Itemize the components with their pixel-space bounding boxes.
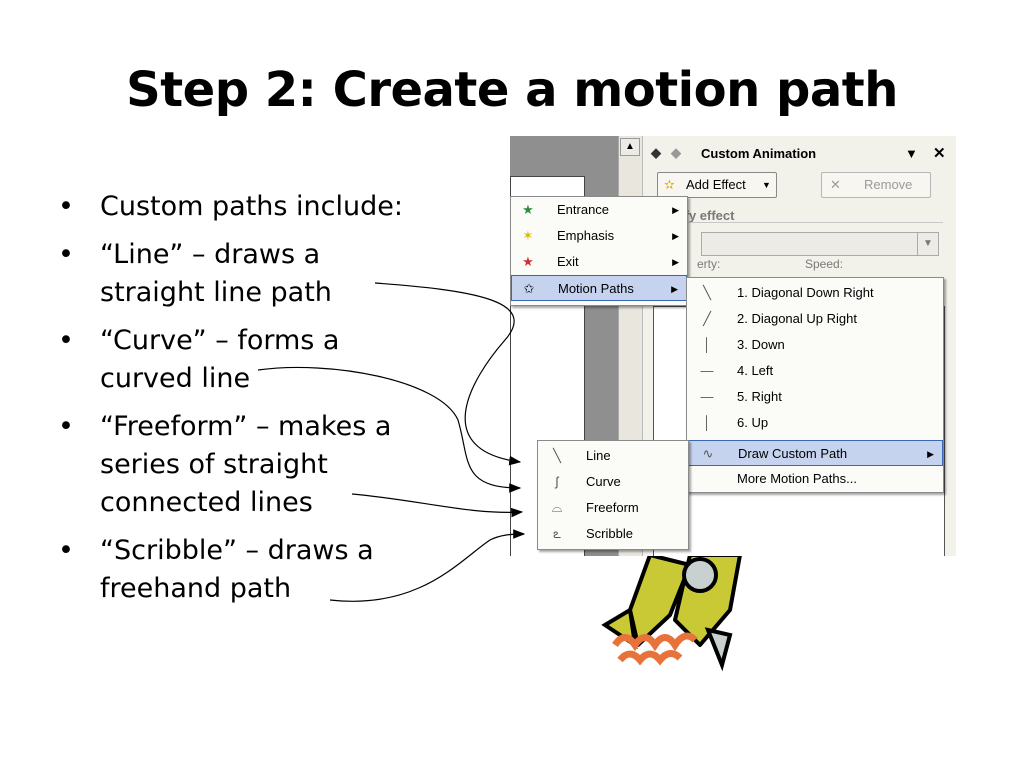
bullet-list: Custom paths include: “Line” – draws a s… [58,188,478,618]
draw-custom-path-icon: ∿ [702,446,714,461]
remove-icon: ✕ [830,177,841,192]
menu-label: More Motion Paths... [737,471,857,486]
bullet-text: “Line” – draws a straight line path [100,239,332,308]
submenu-arrow-icon: ▶ [672,231,679,241]
menu-label: Scribble [586,526,633,541]
remove-label: Remove [864,177,913,192]
menu-label: Entrance [557,202,610,217]
divider [663,222,943,223]
bullet-item: “Scribble” – draws a freehand path [58,532,478,608]
back-arrow-icon[interactable]: ◆ [651,145,661,160]
bullet-item: “Curve” – forms a curved line [58,322,478,398]
up-line-icon: │ [702,415,712,430]
freeform-icon: ⌓ [551,500,563,515]
pane-title: Custom Animation [701,146,817,161]
add-effect-star-icon: ✫ [664,177,675,192]
scribble-icon: ఽ [553,526,561,541]
bullet-item: Custom paths include: [58,188,478,226]
menu-item-emphasis[interactable]: ✶ Emphasis ▶ [511,223,687,249]
menu-label: 4. Left [737,363,774,378]
menu-item-motion-paths[interactable]: ✩ Motion Paths ▶ [511,275,687,301]
pane-header: ◆ ◆ Custom Animation ▼ ✕ [643,140,956,164]
line-icon: ╲ [553,448,561,463]
entrance-star-icon: ★ [522,202,534,217]
start-combo[interactable]: ▼ [701,232,939,256]
menu-label: 5. Right [737,389,782,404]
custom-path-menu: ╲ Line ʃ Curve ⌓ Freeform ఽ Scribble [537,440,689,550]
menu-label: 1. Diagonal Down Right [737,285,874,300]
add-effect-label: Add Effect [686,177,746,192]
chevron-down-icon: ▼ [917,233,938,255]
menu-label: 2. Diagonal Up Right [737,311,857,326]
bullet-text: “Freeform” – makes a series of straight … [100,411,392,518]
diagonal-down-icon: ╲ [703,285,711,300]
submenu-arrow-icon: ▶ [672,205,679,215]
menu-label: Line [586,448,611,463]
speed-label: Speed: [805,257,844,271]
pane-menu-dropdown-icon[interactable]: ▼ [905,146,918,161]
remove-button[interactable]: ✕ Remove [821,172,931,198]
menu-item-curve[interactable]: ʃ Curve [538,469,688,495]
menu-label: Exit [557,254,579,269]
menu-label: Emphasis [557,228,615,243]
forward-arrow-icon[interactable]: ◆ [671,145,681,160]
exit-star-icon: ★ [522,254,534,269]
add-effect-button[interactable]: ✫ Add Effect ▼ [657,172,777,198]
chevron-down-icon: ▼ [762,180,771,190]
scroll-up-arrow-icon[interactable]: ▲ [620,138,640,156]
bullet-item: “Freeform” – makes a series of straight … [58,408,478,522]
menu-item-up[interactable]: │ 6. Up [687,410,943,436]
curve-icon: ʃ [555,474,559,489]
menu-label: 6. Up [737,415,769,430]
bullet-text: “Curve” – forms a curved line [100,325,340,394]
menu-label: Curve [586,474,621,489]
motion-path-star-icon: ✩ [523,281,535,296]
submenu-arrow-icon: ▶ [671,284,678,294]
menu-item-more-motion-paths[interactable]: More Motion Paths... [687,466,943,492]
bullet-text: Custom paths include: [100,191,403,222]
menu-item-exit[interactable]: ★ Exit ▶ [511,249,687,275]
bullet-text: “Scribble” – draws a freehand path [100,535,374,604]
menu-item-down[interactable]: │ 3. Down [687,332,943,358]
left-line-icon: — [700,363,714,378]
motion-paths-menu: ╲ 1. Diagonal Down Right ╱ 2. Diagonal Up … [686,277,944,493]
add-effect-menu: ★ Entrance ▶ ✶ Emphasis ▶ ★ Exit ▶ ✩ Mot… [510,196,688,306]
submenu-arrow-icon: ▶ [927,449,934,459]
menu-item-entrance[interactable]: ★ Entrance ▶ [511,197,687,223]
menu-item-diagonal-down-right[interactable]: ╲ 1. Diagonal Down Right [687,280,943,306]
close-icon[interactable]: ✕ [933,145,946,162]
menu-label: Draw Custom Path [738,446,848,461]
menu-label: Freeform [586,500,639,515]
slide-title: Step 2: Create a motion path [126,62,898,118]
menu-item-line[interactable]: ╲ Line [538,443,688,469]
menu-label: 3. Down [737,337,785,352]
submenu-arrow-icon: ▶ [672,257,679,267]
menu-label: Motion Paths [558,281,634,296]
bullet-item: “Line” – draws a straight line path [58,236,478,312]
emphasis-star-icon: ✶ [522,228,534,243]
menu-item-scribble[interactable]: ఽ Scribble [538,521,688,547]
menu-item-draw-custom-path[interactable]: ∿ Draw Custom Path ▶ [687,440,943,466]
menu-item-right[interactable]: — 5. Right [687,384,943,410]
menu-item-left[interactable]: — 4. Left [687,358,943,384]
menu-item-diagonal-up-right[interactable]: ╱ 2. Diagonal Up Right [687,306,943,332]
menu-item-freeform[interactable]: ⌓ Freeform [538,495,688,521]
property-label: erty: [697,257,721,271]
down-line-icon: │ [702,337,712,352]
modify-effect-label: ify effect [681,208,735,223]
rocket-clipart [601,555,742,672]
right-line-icon: — [700,389,714,404]
diagonal-up-icon: ╱ [703,311,711,326]
